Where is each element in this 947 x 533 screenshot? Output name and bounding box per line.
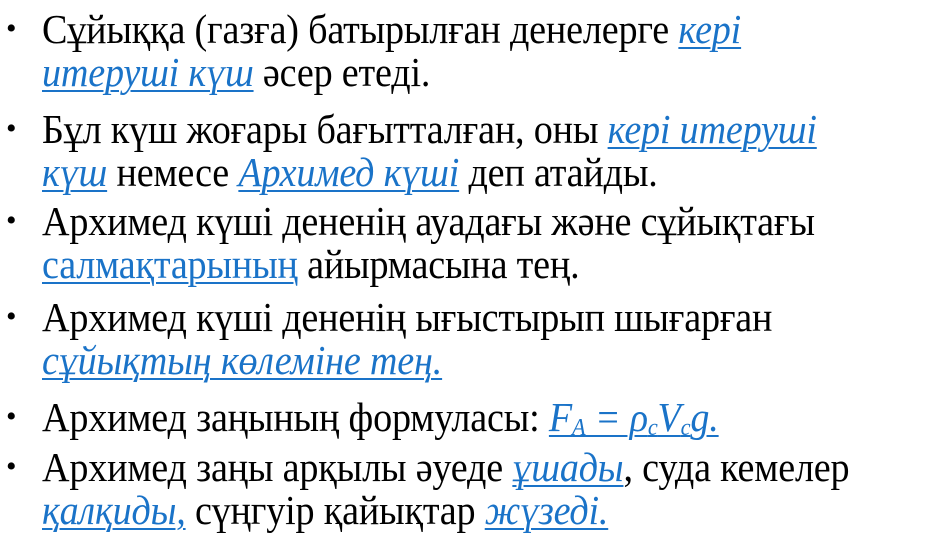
formula-g: g.	[690, 394, 719, 440]
text: сүңгуір қайықтар	[185, 487, 485, 533]
text: Архимед заңы арқылы әуеде	[42, 444, 513, 490]
link-volume[interactable]: сұйықтың көлеміне тең.	[42, 337, 443, 383]
link-archimed-kushi[interactable]: Архимед күші	[238, 149, 460, 195]
text: , суда кемелер	[623, 444, 850, 490]
link-formula[interactable]: FA = ρcVcg.	[549, 394, 719, 440]
link-keri[interactable]: кері	[678, 6, 742, 52]
link-ushady[interactable]: ұшады	[512, 444, 624, 490]
bullet-icon: •	[6, 400, 17, 433]
bullet-icon: •	[6, 300, 17, 333]
bullet-icon: •	[6, 112, 17, 145]
formula-eq: = ρ	[585, 394, 648, 440]
link-zhuzedi[interactable]: жүзеді.	[484, 487, 609, 533]
link-qalqidy[interactable]: қалқиды,	[42, 487, 186, 533]
bullet-icon: •	[6, 450, 17, 483]
bullet-icon: •	[6, 12, 17, 45]
text: Сұйыққа (газға) батырылған денелерге	[42, 6, 679, 52]
text: немесе	[107, 149, 239, 195]
text: Архимед күші дененің ауадағы және сұйықт…	[42, 198, 815, 244]
text: Бұл күш жоғары бағытталған, оны	[42, 106, 608, 152]
link-kush[interactable]: күш	[42, 149, 108, 195]
text: Архимед күші дененің ығыстырып шығарған	[42, 294, 773, 340]
text: Архимед заңының формуласы:	[42, 394, 549, 440]
bullet-icon: •	[6, 204, 17, 237]
text: деп атайды.	[459, 149, 658, 195]
text: айырмасына тең.	[297, 241, 580, 287]
link-salmaqtarynyn[interactable]: салмақтарының	[42, 241, 298, 287]
link-iterushi-kush[interactable]: итеруші күш	[42, 49, 254, 95]
formula-sub: c	[647, 415, 658, 441]
text: әсер етеді.	[253, 49, 431, 95]
formula-sub: c	[680, 415, 691, 441]
formula-f: F	[548, 394, 573, 440]
formula-sub: A	[572, 415, 586, 441]
formula-v: V	[657, 394, 681, 440]
link-keri-iterushi[interactable]: кері итеруші	[607, 106, 817, 152]
